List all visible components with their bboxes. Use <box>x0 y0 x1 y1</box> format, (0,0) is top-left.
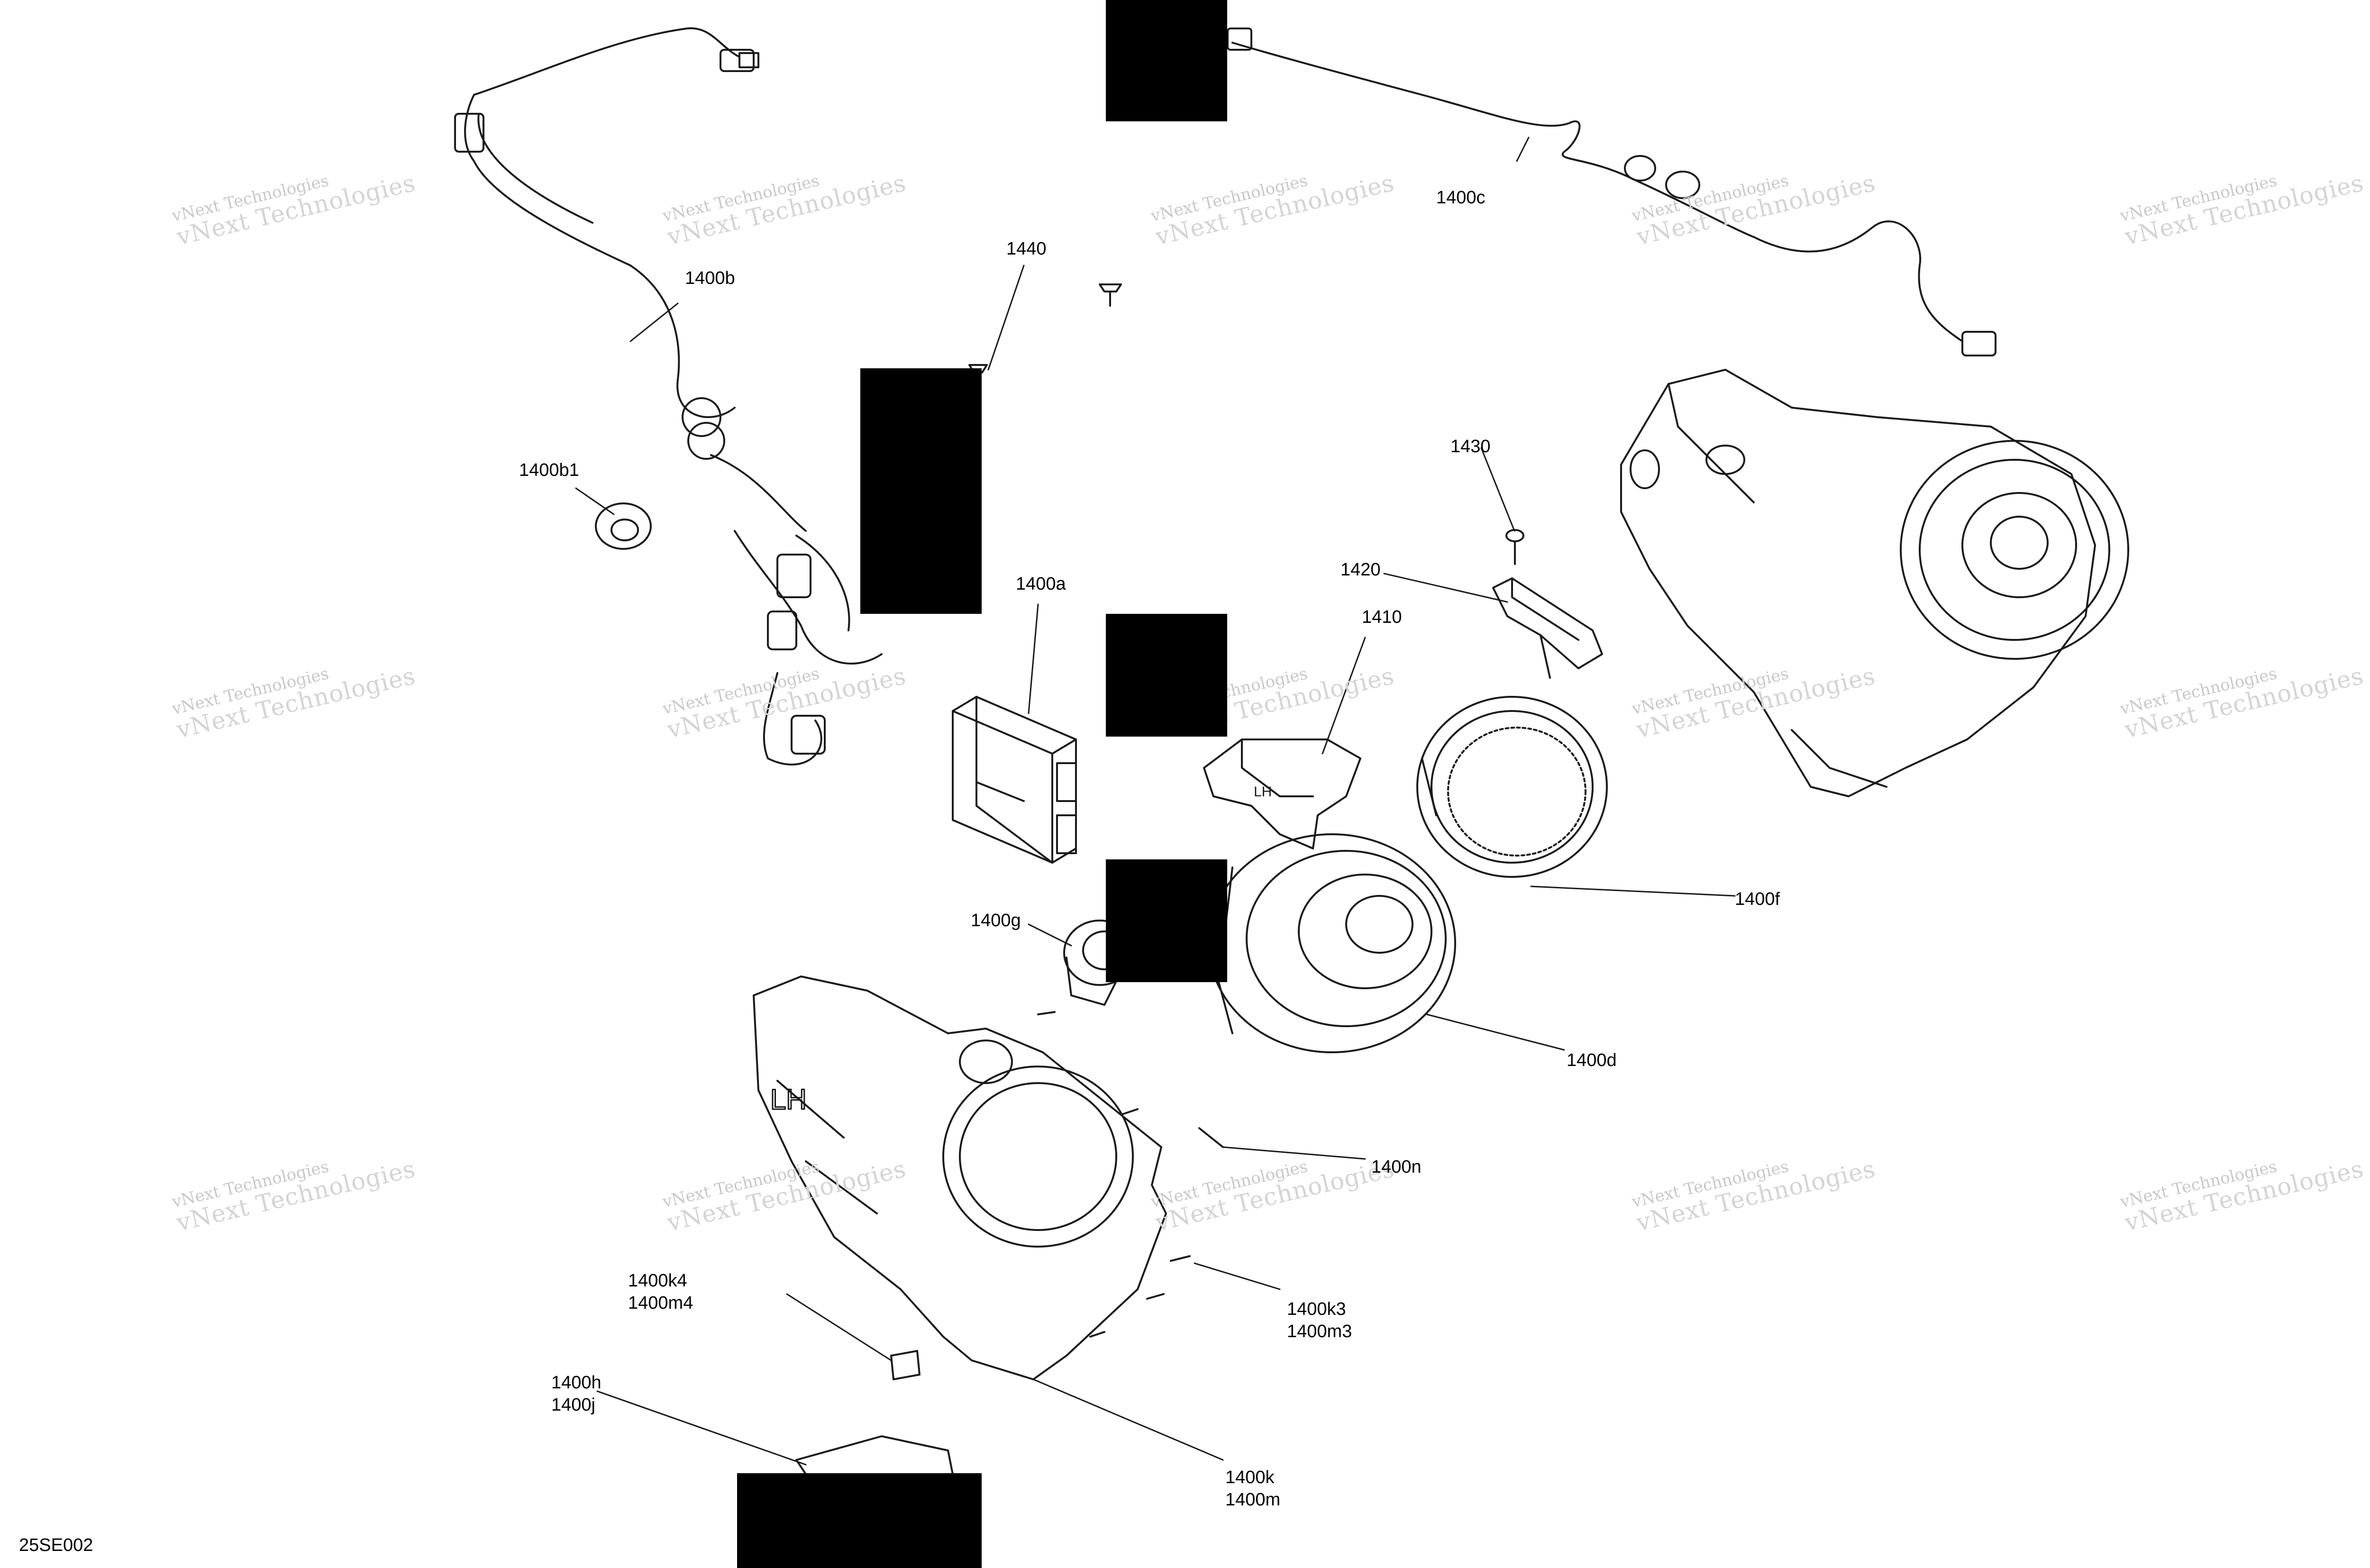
callout-1400a: 1400a <box>1016 574 1066 594</box>
screw-1430 <box>1505 529 1524 565</box>
callout-1400m4: 1400m4 <box>628 1293 693 1313</box>
callout-1400b1: 1400b1 <box>519 460 579 480</box>
callout-1400k4: 1400k4 <box>628 1271 687 1291</box>
redaction-block <box>1106 0 1227 121</box>
callout-1400h: 1400h <box>551 1373 602 1393</box>
speaker-1400d <box>1208 833 1456 1053</box>
redaction-block <box>1106 614 1227 737</box>
callout-1400k: 1400k <box>1225 1468 1275 1487</box>
grommet-1400b1 <box>595 502 652 550</box>
callout-1400d: 1400d <box>1567 1050 1617 1070</box>
bracket-1410: LH <box>1203 738 1361 849</box>
callout-1400m3: 1400m3 <box>1287 1322 1352 1341</box>
callout-1400b: 1400b <box>685 268 735 288</box>
callout-1400g: 1400g <box>971 911 1021 930</box>
amplifier-1400a <box>952 696 1077 864</box>
callout-1400k3: 1400k3 <box>1287 1299 1346 1319</box>
speaker-assembly <box>1620 369 2129 797</box>
bracket-1420 <box>1492 577 1603 679</box>
callout-1420: 1420 <box>1340 560 1381 580</box>
screws-1400n <box>1037 1011 1224 1338</box>
svg-text:LH: LH <box>770 1084 807 1115</box>
callout-1440: 1440 <box>1006 239 1047 259</box>
connector-1400h <box>795 1435 954 1475</box>
wiring-harness-1400c <box>1227 27 1996 356</box>
redaction-block <box>860 368 982 614</box>
callout-1400c: 1400c <box>1436 188 1486 208</box>
callout-1430: 1430 <box>1450 437 1491 456</box>
pad-1400k4 <box>890 1350 921 1380</box>
wiring-harness-1400b <box>454 27 883 766</box>
leader-lines <box>575 137 1736 1466</box>
speaker-housing-lh: LH <box>753 975 1167 1380</box>
callout-1400j: 1400j <box>551 1395 595 1415</box>
callout-1400m: 1400m <box>1225 1490 1281 1510</box>
callout-1400n: 1400n <box>1371 1157 1422 1177</box>
redaction-block <box>737 1473 982 1568</box>
callout-1410: 1410 <box>1362 607 1402 627</box>
speaker-ring-1400f <box>1416 696 1608 878</box>
redaction-block <box>1106 859 1227 982</box>
figure-code: 25SE002 <box>19 1535 93 1555</box>
svg-text:LH: LH <box>1254 784 1272 800</box>
callout-1400f: 1400f <box>1735 889 1780 909</box>
